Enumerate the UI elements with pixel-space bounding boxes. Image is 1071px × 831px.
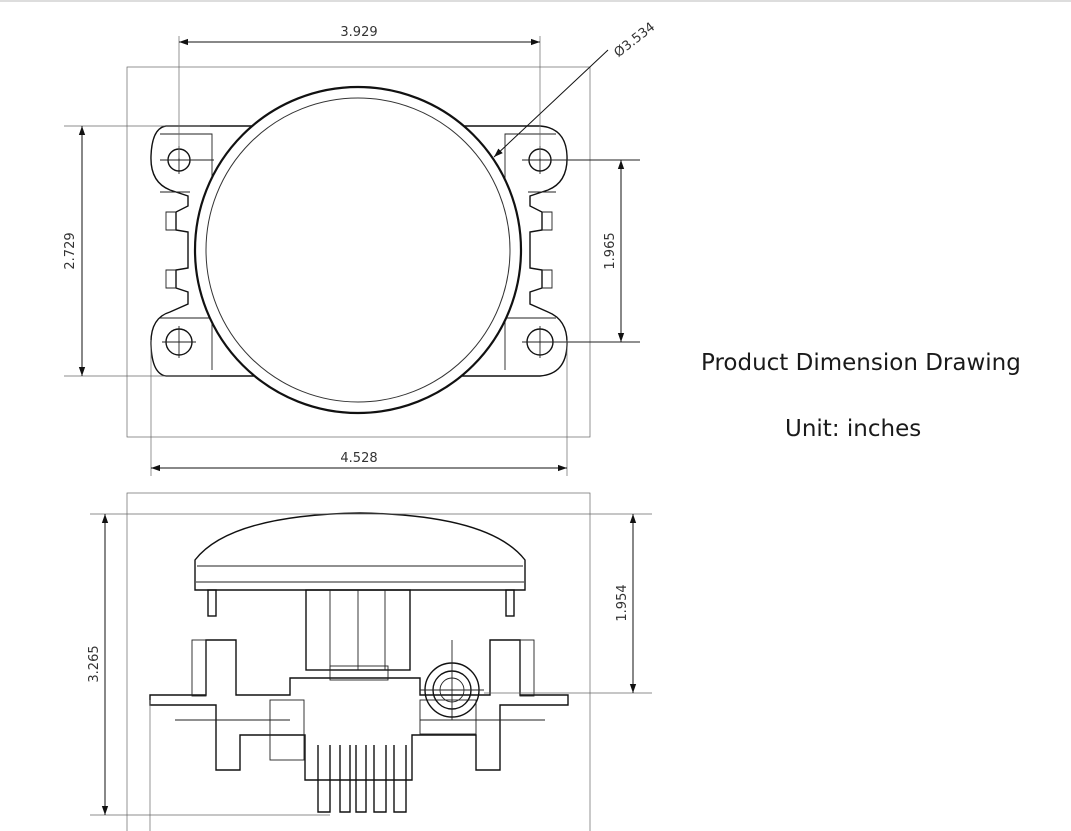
dim-overall-width: 4.528 — [340, 451, 377, 466]
bracket — [149, 639, 569, 781]
unit-label: Unit: inches — [785, 416, 922, 442]
adjuster-knob — [420, 640, 484, 720]
dim-hole-spacing-height: 1.965 — [603, 232, 618, 269]
dim-overall-depth: 3.265 — [87, 645, 102, 682]
side-view-frame — [126, 492, 591, 831]
dim-overall-height: 2.729 — [63, 232, 78, 269]
lens — [193, 85, 523, 415]
front-view: 3.929 2.729 1.965 4.528 Ø3.534 — [63, 20, 658, 476]
dim-lens-to-mount-depth: 1.954 — [615, 584, 630, 621]
lens-dome — [194, 512, 526, 591]
side-view: 3.265 1.954 — [87, 492, 652, 831]
dim-lens-diameter: Ø3.534 — [612, 20, 659, 61]
connector-pins — [317, 745, 407, 813]
mounting-hole-bottom-right — [522, 326, 640, 358]
mounting-hole-bottom-left — [162, 326, 196, 358]
dim-hole-spacing-width: 3.929 — [340, 25, 377, 40]
mounting-plate — [150, 125, 568, 377]
mounting-hole-top-left — [160, 146, 214, 174]
front-view-frame — [126, 66, 591, 438]
drawing-title: Product Dimension Drawing — [701, 350, 1021, 376]
